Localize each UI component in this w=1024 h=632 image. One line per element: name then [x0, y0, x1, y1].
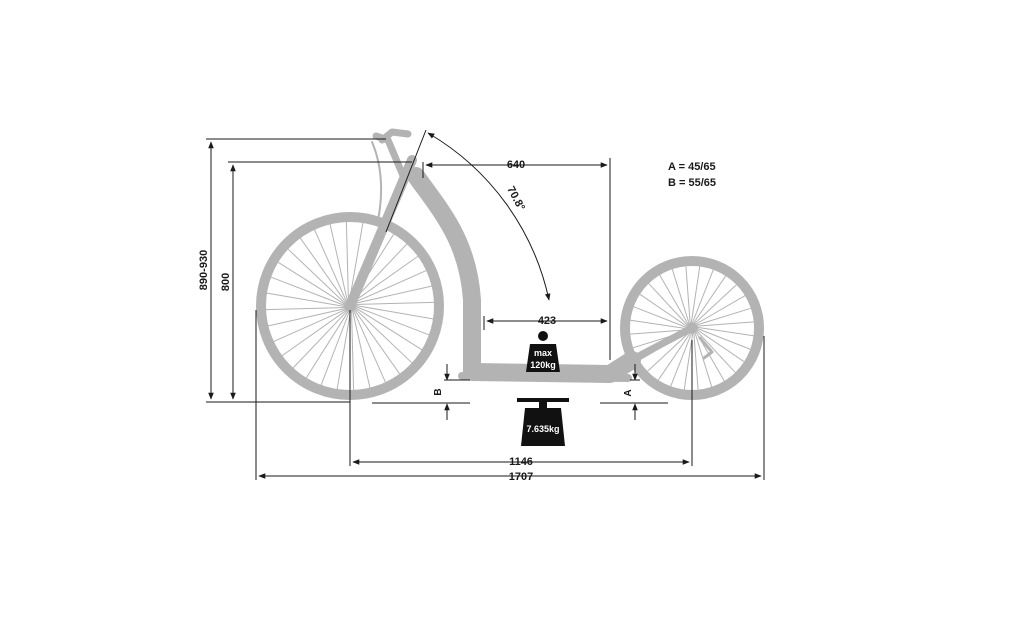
wheel-spoke: [345, 222, 349, 303]
wheel-spoke: [353, 307, 413, 364]
wheel-spoke: [348, 222, 364, 303]
handlebar-height-label: 800: [220, 273, 232, 291]
wheelbase-label: 1146: [509, 456, 533, 468]
wheel-spoke: [305, 309, 350, 379]
wheel-spoke: [320, 309, 351, 386]
wheel-spoke: [351, 309, 371, 388]
wheel-spoke: [670, 331, 693, 387]
wheel-spoke: [351, 309, 355, 390]
max-load-weight: max 120kg: [526, 331, 560, 372]
wheel-spoke: [314, 229, 348, 304]
wheel-spoke: [266, 292, 347, 308]
wheel-spoke: [352, 307, 401, 375]
wheel-spoke: [270, 276, 347, 307]
wheel-spoke: [693, 284, 737, 325]
wheel-spoke: [695, 329, 736, 373]
total-height-label: 890-930: [198, 250, 210, 290]
rear-stay: [608, 324, 696, 374]
wheel-spoke: [352, 270, 427, 304]
wheel-spoke: [352, 308, 386, 383]
wheel-spoke: [659, 274, 690, 326]
wheel-spoke: [683, 331, 694, 390]
wheel-spoke: [630, 329, 689, 335]
wheel-spoke: [639, 293, 689, 328]
max-load-line2: 120kg: [530, 360, 556, 370]
wheel-spoke: [287, 248, 347, 305]
wheel-spoke: [692, 275, 727, 325]
wheel-spoke: [671, 269, 690, 326]
total-length-label: 1707: [509, 471, 533, 483]
wheel-spoke: [695, 327, 751, 350]
wheel-spoke: [695, 321, 754, 327]
wheel-spoke: [353, 301, 434, 305]
handlebar: [372, 128, 412, 182]
wheel-spoke: [353, 304, 434, 320]
deck: [458, 372, 632, 382]
wheel-spoke: [633, 306, 689, 329]
wheel-spoke: [277, 261, 347, 306]
handlebar-height-dimension: 800: [220, 161, 412, 400]
rear-brake: [698, 336, 714, 360]
wheel-spoke: [647, 331, 691, 372]
fork: [345, 155, 417, 311]
wheel-spoke: [351, 255, 419, 304]
wheel-spoke: [694, 295, 746, 326]
wheel-spoke: [299, 237, 348, 305]
b-label: B: [433, 388, 444, 395]
wheel-spoke: [695, 328, 745, 363]
total-length-dimension: 1707: [255, 310, 765, 483]
reach-label: 640: [507, 159, 525, 171]
a-dimension: A: [600, 364, 668, 420]
wheel-spoke: [648, 283, 689, 327]
scooter-weight-label: 7.635kg: [526, 424, 559, 434]
head-angle-label: 70.8°: [504, 184, 527, 212]
legend: A = 45/65 B = 55/65: [668, 161, 716, 189]
wheel-spoke: [657, 331, 692, 381]
wheel-spoke: [693, 331, 699, 390]
wheel-spoke: [353, 285, 432, 305]
wheel-spoke: [353, 306, 423, 351]
wheel-spoke: [292, 309, 349, 369]
wheel-spoke: [690, 266, 701, 325]
wheel-spoke: [336, 309, 352, 390]
deck-length-dimension: 423: [483, 315, 608, 330]
legend-b: B = 55/65: [668, 177, 716, 189]
wheel-spoke: [691, 269, 714, 325]
b-dimension: B: [372, 364, 470, 420]
wheel-spoke: [266, 307, 347, 311]
legend-a: A = 45/65: [668, 161, 716, 173]
wheel-spoke: [695, 326, 754, 337]
wheel-spoke: [281, 308, 349, 357]
wheel-spoke: [273, 308, 348, 342]
wheel-spoke: [685, 266, 691, 325]
wheelbase-dimension: 1146: [349, 310, 693, 468]
brake-cable: [371, 141, 383, 221]
a-label: A: [623, 389, 634, 396]
max-load-line1: max: [534, 348, 552, 358]
wheel-spoke: [630, 319, 689, 330]
wheel-spoke: [353, 305, 430, 336]
total-height-dimension: 890-930: [198, 138, 386, 403]
scooter-weight: 7.635kg: [517, 398, 569, 446]
deck-length-label: 423: [538, 315, 556, 327]
wheel-spoke: [268, 307, 347, 327]
wheel-spoke: [694, 307, 751, 326]
wheel-spoke: [329, 224, 349, 303]
